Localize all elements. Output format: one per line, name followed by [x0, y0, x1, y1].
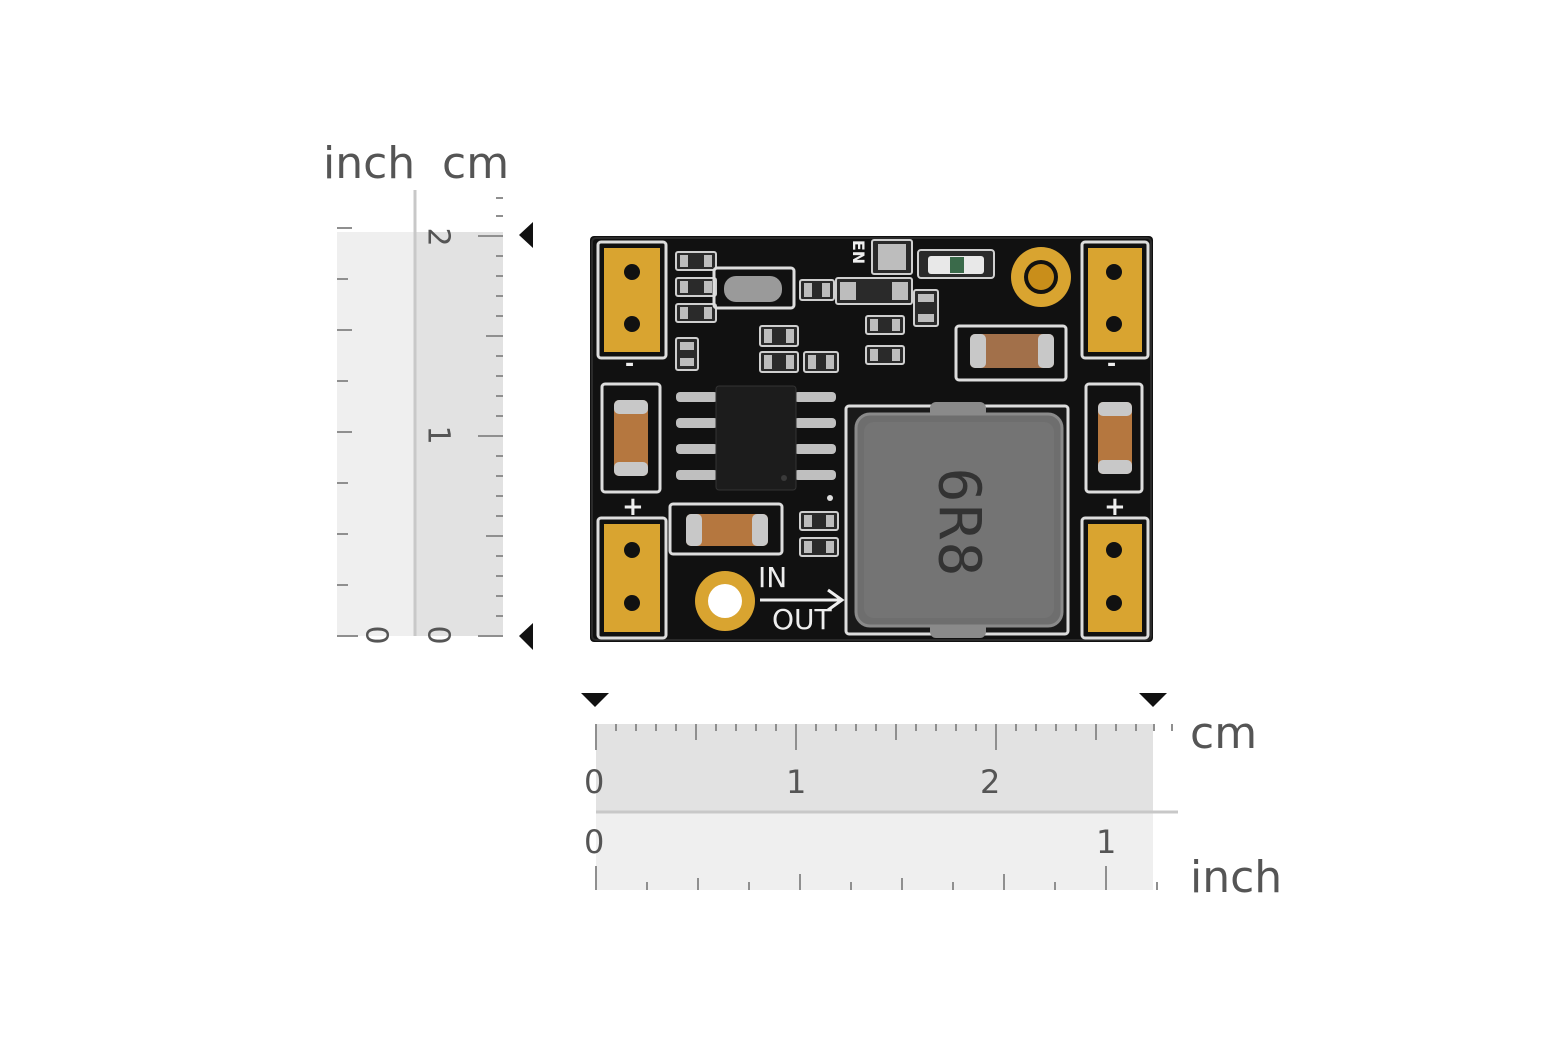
inch-unit-label: inch [1190, 852, 1283, 903]
terminal-pads [596, 240, 1150, 640]
inductor-marking: 6R8 [925, 467, 994, 579]
vertical-ruler [337, 190, 533, 650]
inch-tick-label: 0 [584, 823, 605, 861]
inch-tick-label: 0 [358, 625, 394, 645]
silk-in-label: IN [758, 561, 788, 594]
silk-minus-left: - [625, 352, 635, 377]
cm-unit-label: cm [1190, 708, 1258, 759]
direction-arrow [760, 588, 845, 612]
cm-unit-label: cm [442, 138, 510, 189]
cm-tick-label: 1 [786, 763, 807, 801]
silk-en-label: EN [849, 239, 869, 265]
cm-tick-label: 1 [420, 425, 456, 445]
cm-tick-label: 2 [980, 763, 1001, 801]
inductor [844, 402, 1070, 638]
silk-minus-right: - [1107, 352, 1117, 377]
silk-out-label: OUT [772, 603, 832, 636]
cm-tick-label: 2 [420, 227, 456, 247]
capacitors [600, 324, 1144, 556]
silk-plus-right: + [1104, 492, 1126, 522]
cm-tick-label: 0 [584, 763, 605, 801]
left-marker-arrow [581, 693, 609, 707]
cm-tick-label: 0 [420, 625, 456, 645]
inch-unit-label: inch [323, 138, 416, 189]
silk-plus-left: + [622, 492, 644, 522]
right-marker-arrow [1139, 693, 1167, 707]
horizontal-ruler [581, 693, 1178, 890]
inch-tick-label: 1 [1096, 823, 1117, 861]
top-marker-arrow [519, 222, 533, 248]
pcb-board [590, 236, 1153, 642]
bottom-marker-arrow [519, 623, 533, 650]
smd-components [675, 239, 995, 557]
ic-chip [676, 385, 836, 501]
